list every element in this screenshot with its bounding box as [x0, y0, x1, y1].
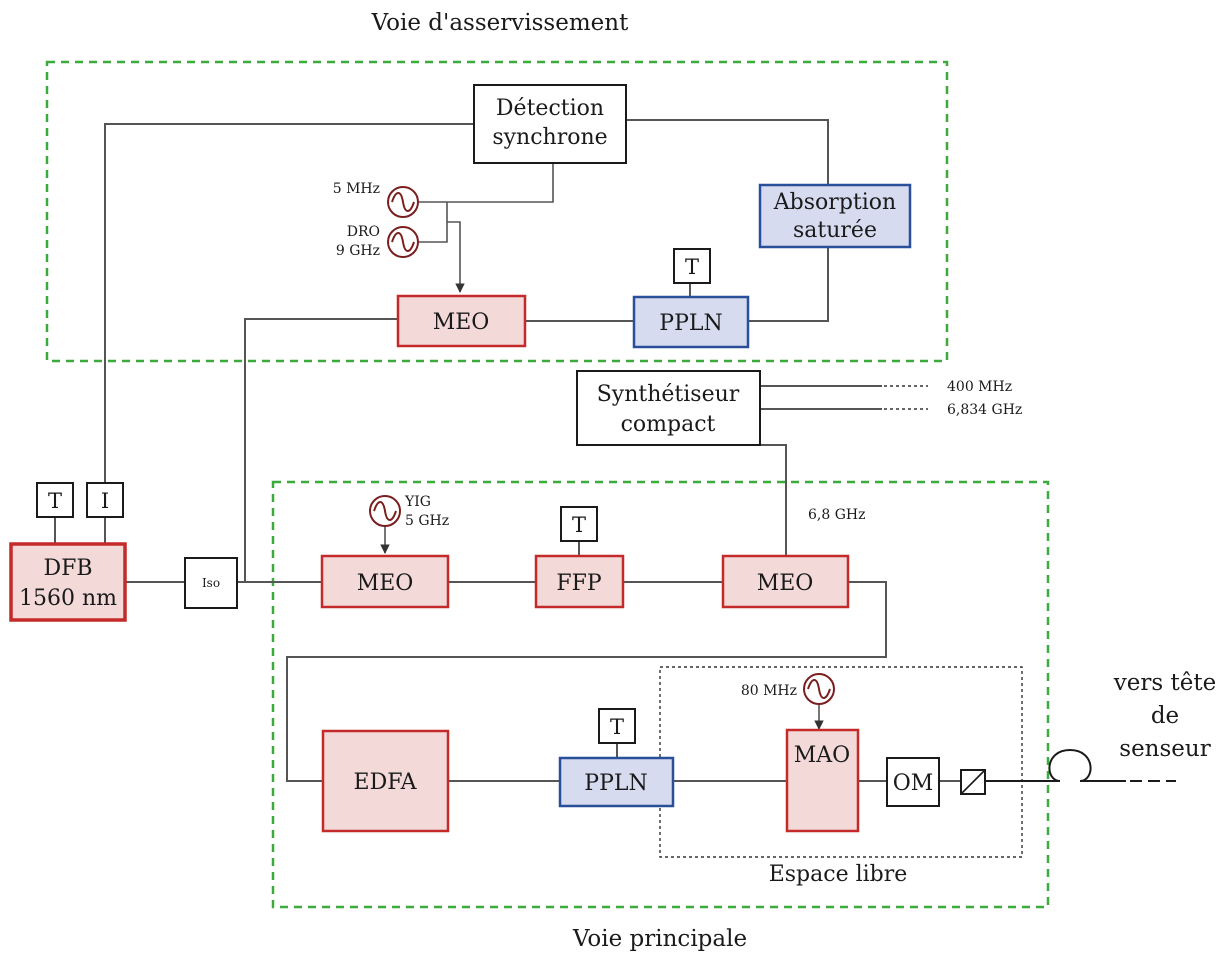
servo-loop-title: Voie d'asservissement [371, 10, 629, 36]
output-label-2: de [1151, 703, 1179, 729]
yig-label-2: 5 GHz [405, 513, 449, 529]
dfb-label-1: DFB [43, 556, 92, 581]
dfb-current-tag: I [86, 482, 124, 518]
osc-80mhz-label: 80 MHz [741, 683, 797, 699]
wire-detection-to-current [104, 123, 474, 485]
wire-rf-to-meo-servo [447, 221, 465, 293]
om-label: OM [893, 771, 934, 796]
dfb-laser-block: DFB 1560 nm [9, 542, 127, 622]
wire-synth-to-meo [760, 444, 787, 556]
oscillator-5mhz [387, 186, 419, 218]
synth-label-1: Synthétiseur [597, 382, 740, 407]
ffp-temperature-tag: T [560, 506, 598, 542]
mao-block: MAO [785, 728, 860, 833]
polarizer-cube-icon [960, 769, 986, 795]
osc-5mhz-label: 5 MHz [333, 181, 380, 197]
oscillator-dro [387, 226, 419, 258]
ffp-label: FFP [556, 571, 602, 596]
yig-label-1: YIG [404, 494, 431, 510]
servo-loop-enclosure [45, 60, 949, 363]
dfb-t-label: T [48, 489, 62, 513]
detection-label-2: synchrone [492, 125, 607, 150]
synth-out-400mhz-label: 400 MHz [947, 379, 1012, 395]
absorption-label-2: saturée [793, 218, 877, 243]
fiber-coil [1048, 748, 1126, 782]
dfb-label-2: 1560 nm [19, 586, 117, 611]
detection-synchrone-block: Détection synchrone [473, 84, 627, 164]
absorption-saturee-block: Absorption saturée [758, 183, 912, 249]
mao-label: MAO [794, 743, 850, 768]
output-label-1: vers tête [1113, 670, 1216, 696]
rf-6-8ghz-label: 6,8 GHz [808, 507, 865, 523]
dro-label-2: 9 GHz [336, 243, 380, 259]
free-space-label: Espace libre [769, 862, 908, 887]
dfb-temperature-tag: T [36, 482, 74, 518]
wire-ppln-to-absorption [748, 247, 829, 322]
synth-out-6834ghz-label: 6,834 GHz [947, 402, 1022, 418]
wire-detection-to-absorption [626, 119, 829, 185]
ppln-servo-temperature-tag: T [673, 248, 711, 284]
wire-detection-to-5mhz [418, 163, 554, 203]
dro-label-1: DRO [347, 224, 380, 240]
main-loop-title: Voie principale [572, 926, 747, 952]
isolator-block: Iso [184, 557, 238, 609]
meo-servo-label: MEO [433, 310, 490, 335]
ppln-main-temperature-tag: T [598, 708, 636, 744]
ppln-servo-label: PPLN [659, 311, 722, 336]
ppln-servo-block: PPLN [632, 295, 750, 349]
output-label-3: senseur [1119, 736, 1210, 762]
ffp-t-label: T [572, 513, 586, 537]
ppln-main-block: PPLN [558, 756, 675, 808]
edfa-label: EDFA [354, 770, 418, 795]
oscillator-80mhz [803, 673, 835, 705]
iso-label: Iso [202, 576, 220, 590]
oscillator-yig [369, 495, 401, 527]
detection-label-1: Détection [496, 96, 604, 121]
wire-tap-to-meo-servo [244, 318, 398, 583]
ppln-main-label: PPLN [584, 771, 647, 796]
meo-main-2-block: MEO [721, 554, 850, 609]
wire-meo-to-edfa [286, 581, 887, 782]
main-loop-enclosure [271, 480, 1050, 909]
meo-servo-block: MEO [396, 294, 527, 348]
wire-dro-to-mixer [418, 202, 448, 243]
synth-label-2: compact [621, 412, 716, 437]
meo-main-2-label: MEO [757, 571, 814, 596]
ppln-main-t-label: T [610, 715, 624, 739]
meo-main-1-label: MEO [357, 571, 414, 596]
ppln-servo-t-label: T [685, 255, 699, 279]
absorption-label-1: Absorption [773, 190, 896, 215]
meo-main-1-block: MEO [320, 554, 450, 609]
om-block: OM [886, 757, 940, 807]
edfa-block: EDFA [321, 729, 450, 833]
ffp-block: FFP [534, 554, 625, 609]
dfb-i-label: I [101, 489, 109, 513]
synthetiseur-compact-block: Synthétiseur compact [576, 370, 761, 446]
